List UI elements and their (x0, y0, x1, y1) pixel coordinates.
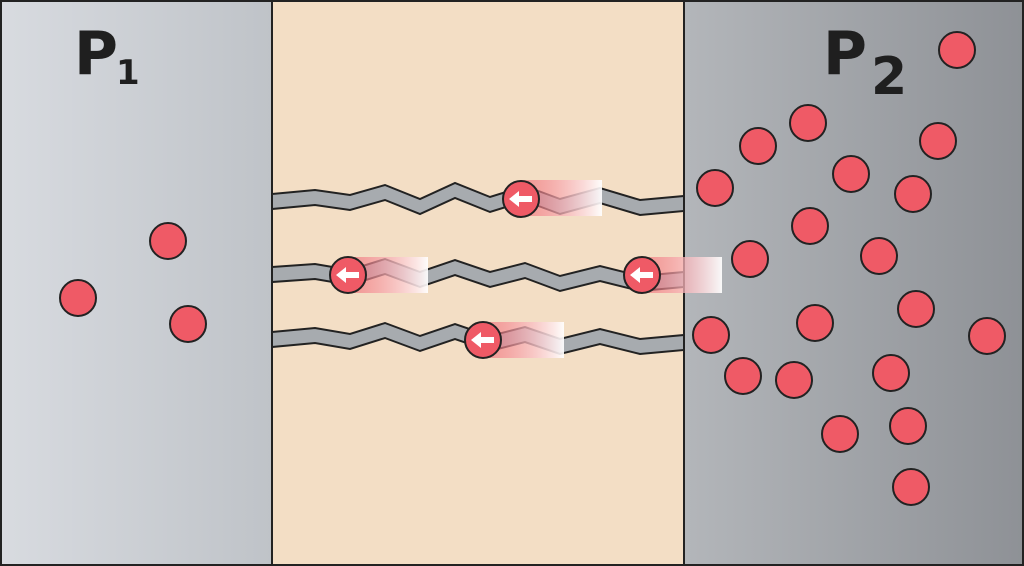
right-particle (731, 240, 769, 278)
moving-particle-bottom (464, 321, 502, 359)
right-particle (919, 122, 957, 160)
left-particle (59, 279, 97, 317)
arrow-left-icon (509, 191, 532, 207)
left-particle (149, 222, 187, 260)
right-pressure-label-sub: 2 (871, 47, 907, 107)
left-particle (169, 305, 207, 343)
right-particle (938, 31, 976, 69)
left-pressure-label-main: P (74, 19, 118, 89)
right-particle (796, 304, 834, 342)
moving-particle-middle-left (329, 256, 367, 294)
right-particle (897, 290, 935, 328)
right-pressure-label-main: P (823, 19, 867, 89)
left-particles (59, 222, 207, 343)
moving-particle-top (502, 180, 540, 218)
arrow-left-icon (471, 332, 494, 348)
right-particle (724, 357, 762, 395)
right-particle (696, 169, 734, 207)
right-particles (692, 31, 1006, 506)
right-particle (821, 415, 859, 453)
right-particle (775, 361, 813, 399)
right-particle (872, 354, 910, 392)
moving-particle-middle-right (623, 256, 661, 294)
right-particle (789, 104, 827, 142)
right-particle (892, 468, 930, 506)
right-particle (791, 207, 829, 245)
right-particle (860, 237, 898, 275)
right-particle (968, 317, 1006, 355)
right-particle (832, 155, 870, 193)
arrow-left-icon (630, 267, 653, 283)
right-particle (692, 316, 730, 354)
right-region (684, 0, 1024, 566)
moving-particle-group (329, 180, 661, 359)
right-particle (894, 175, 932, 213)
left-region (0, 0, 272, 566)
arrow-left-icon (336, 267, 359, 283)
left-pressure-label-sub: 1 (116, 53, 140, 93)
right-particle (739, 127, 777, 165)
right-particle (889, 407, 927, 445)
